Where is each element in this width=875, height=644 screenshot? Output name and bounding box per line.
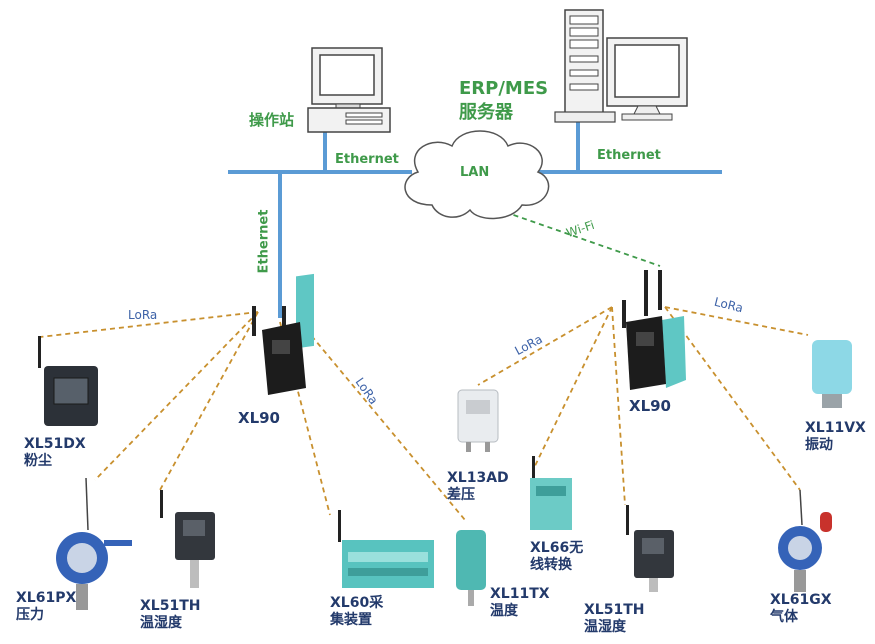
lora-links-left [39, 311, 466, 521]
device-model: XL61GX [770, 592, 832, 608]
device-model: XL13AD [447, 470, 509, 486]
xl61px-device [56, 477, 132, 610]
device-label-xl61px: XL61PX 压力 [16, 590, 76, 624]
lan-label: LAN [460, 165, 490, 180]
device-label-xl51th-right: XL51TH 温湿度 [584, 602, 644, 636]
device-model: XL66无 [530, 540, 584, 556]
lora-links-right [477, 306, 809, 506]
device-model: XL11TX [490, 586, 550, 602]
device-label-xl51th-left: XL51TH 温湿度 [140, 598, 200, 632]
server-monitor-icon [606, 37, 688, 121]
ethernet-label-left: Ethernet [335, 152, 399, 167]
gateway-right-device [622, 270, 686, 390]
xl11tx-device [456, 530, 486, 606]
device-model: XL11VX [805, 420, 866, 436]
wifi-link [504, 211, 661, 267]
device-model: XL60采 [330, 595, 384, 611]
device-desc: 线转换 [530, 557, 572, 573]
device-desc: 振动 [805, 437, 833, 453]
xl51th-left-device [160, 490, 215, 588]
device-label-xl51dx: XL51DX 粉尘 [24, 436, 86, 470]
device-desc: 温度 [490, 603, 518, 619]
xl11vx-device [812, 340, 852, 408]
xl51th-right-device [626, 505, 674, 592]
device-desc: 温湿度 [140, 615, 182, 631]
gateway-left-label: XL90 [238, 409, 280, 427]
device-label-xl61gx: XL61GX 气体 [770, 592, 831, 626]
ethernet-label-right: Ethernet [597, 148, 661, 163]
device-label-xl66: XL66无 线转换 [530, 540, 583, 574]
lora-label-1: LoRa [128, 308, 158, 322]
device-label-xl13ad: XL13AD 差压 [447, 470, 509, 504]
device-model: XL51TH [584, 602, 645, 618]
device-desc: 温湿度 [584, 619, 626, 635]
xl60-device [338, 510, 434, 588]
gateway-right-label: XL90 [629, 397, 671, 415]
server-tower-icon [554, 9, 616, 123]
device-label-xl60: XL60采 集装置 [330, 595, 383, 629]
workstation-label: 操作站 [249, 111, 295, 129]
server-label-line1: ERP/MES [459, 78, 549, 99]
device-desc: 粉尘 [24, 453, 52, 469]
server-label-line2: 服务器 [459, 102, 513, 123]
device-desc: 气体 [770, 609, 798, 625]
device-label-xl11vx: XL11VX 振动 [805, 420, 866, 454]
gateway-left-device [252, 273, 314, 395]
lan-cloud [404, 130, 550, 220]
xl13ad-device [457, 389, 499, 452]
device-desc: 集装置 [330, 612, 372, 628]
xl61gx-device [778, 489, 832, 592]
device-desc: 差压 [447, 487, 475, 503]
xl66-device [530, 456, 572, 530]
device-label-xl11tx: XL11TX 温度 [490, 586, 550, 620]
device-model: XL51TH [140, 598, 201, 614]
device-model: XL51DX [24, 436, 86, 452]
device-model: XL61PX [16, 590, 77, 606]
xl51dx-device [38, 336, 98, 426]
device-desc: 压力 [16, 607, 44, 623]
ethernet-label-vertical: Ethernet [256, 209, 272, 274]
workstation-icon [307, 47, 391, 133]
